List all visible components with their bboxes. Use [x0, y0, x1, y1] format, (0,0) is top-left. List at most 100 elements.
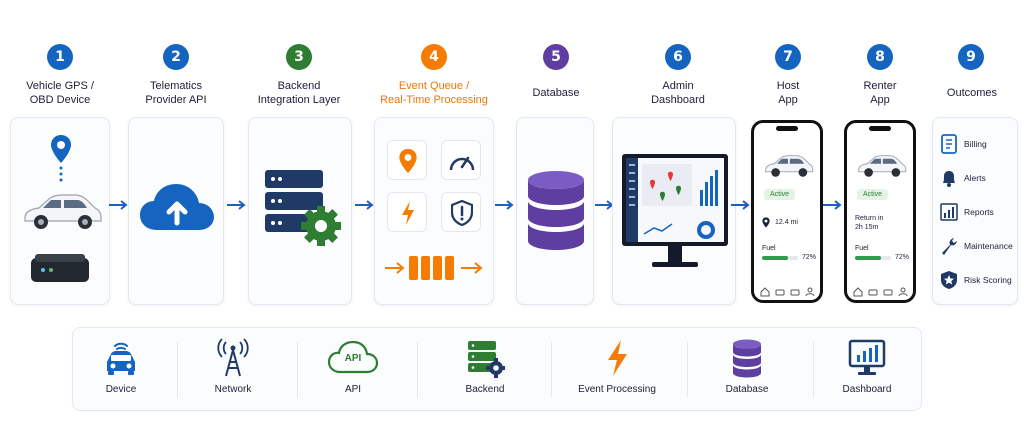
- step-title-3-line2: Integration Layer: [257, 94, 341, 106]
- renter-app-phone: Active Return in 2h 15m Fuel 72%: [844, 120, 916, 303]
- legend-device-label: Device: [105, 384, 137, 395]
- step-number-4: 4: [421, 44, 447, 70]
- car-icon: [765, 155, 814, 177]
- host-fuel-bar: [762, 256, 798, 260]
- api-cloud-text: API: [344, 353, 362, 364]
- message-queue-icon: [385, 256, 483, 280]
- database-icon: [733, 339, 761, 378]
- step-number-9: 9: [958, 44, 984, 70]
- event-tile-gauge: [441, 140, 481, 180]
- shield-alert-icon: [451, 200, 473, 226]
- renter-fuel-bar-fill: [855, 256, 881, 260]
- flow-arrow-2: [227, 200, 246, 210]
- step-title-6: Admin Dashboard: [628, 79, 728, 107]
- flow-arrow-1: [109, 200, 128, 210]
- renter-fuel-value: 72%: [895, 254, 910, 261]
- speedometer-icon: [449, 156, 475, 171]
- legend-panel: Device Network API API Backen: [72, 327, 922, 411]
- monitor-dashboard-icon: [622, 154, 728, 267]
- step-title-1: Vehicle GPS / OBD Device: [10, 79, 110, 107]
- host-distance: 12.4 mi: [775, 219, 798, 226]
- renter-fuel-bar: [855, 256, 891, 260]
- legend-network: Network: [201, 338, 265, 395]
- lightning-icon: [402, 201, 414, 225]
- step-title-8-line2: App: [870, 94, 890, 106]
- wrench-icon: [942, 238, 957, 255]
- step-title-4-line2: Real-Time Processing: [380, 94, 488, 106]
- step-title-4-line1: Event Queue /: [398, 80, 470, 92]
- step-number-7: 7: [775, 44, 801, 70]
- step-title-9: Outcomes: [932, 86, 1012, 100]
- database-card: [516, 117, 594, 305]
- step-number-6: 6: [665, 44, 691, 70]
- step-title-2-line1: Telematics: [150, 80, 202, 92]
- database-icon: [528, 171, 584, 250]
- outcome-alerts-label: Alerts: [964, 173, 986, 183]
- legend-network-label: Network: [214, 384, 252, 395]
- server-gear-icon: [265, 170, 341, 246]
- step-title-1-line1: Vehicle GPS /: [26, 80, 94, 92]
- legend-divider: [813, 342, 814, 398]
- host-fuel-bar-fill: [762, 256, 788, 260]
- phone-notch: [776, 126, 798, 131]
- step-title-6-line2: Dashboard: [651, 94, 705, 106]
- legend-event-processing-label: Event Processing: [578, 384, 656, 395]
- flow-arrow-7: [823, 200, 842, 210]
- outcome-billing-label: Billing: [964, 139, 987, 149]
- shield-star-icon: [941, 271, 957, 289]
- step-title-7-line2: App: [778, 94, 798, 106]
- legend-database: Database: [715, 338, 779, 395]
- outcome-risk-scoring-label: Risk Scoring: [964, 275, 1012, 285]
- step-title-8-line1: Renter: [863, 80, 897, 92]
- legend-device: Device: [89, 338, 153, 395]
- step-title-2: Telematics Provider API: [126, 79, 226, 107]
- step-number-5: 5: [543, 44, 569, 70]
- legend-event-processing: Event Processing: [567, 338, 667, 395]
- outcome-billing: Billing: [940, 134, 1018, 154]
- host-status-badge: Active: [764, 189, 796, 200]
- phone-notch: [869, 126, 891, 131]
- renter-return-line1: Return in: [855, 215, 884, 222]
- outcome-maintenance: Maintenance: [940, 236, 1018, 256]
- tab-bar-icons: [853, 287, 908, 297]
- car-signal-icon: [107, 342, 135, 375]
- bell-icon: [943, 171, 955, 187]
- admin-dashboard-card: [612, 117, 736, 305]
- backend-integration-card: [248, 117, 352, 305]
- outcome-risk-scoring: Risk Scoring: [940, 270, 1018, 290]
- step-title-4: Event Queue / Real-Time Processing: [374, 79, 494, 107]
- outcome-alerts: Alerts: [940, 168, 1018, 188]
- cell-tower-icon: [217, 338, 249, 377]
- renter-fuel-label: Fuel: [855, 245, 869, 252]
- step-title-1-line2: OBD Device: [29, 94, 91, 106]
- renter-status-badge: Active: [857, 189, 889, 200]
- flow-arrow-3: [355, 200, 374, 210]
- outcome-reports-label: Reports: [964, 207, 994, 217]
- invoice-icon: [941, 134, 957, 154]
- flow-arrow-4: [495, 200, 514, 210]
- step-title-6-line1: Admin: [662, 80, 694, 92]
- tab-bar-icons: [760, 287, 815, 297]
- step-title-9-line1: Outcomes: [946, 87, 998, 99]
- legend-api: API API: [321, 338, 385, 395]
- step-title-3: Backend Integration Layer: [244, 79, 354, 107]
- legend-divider: [177, 342, 178, 398]
- obd-device-icon: [31, 254, 89, 282]
- vehicle-device-card: [10, 117, 110, 305]
- step-title-3-line1: Backend: [277, 80, 321, 92]
- step-title-2-line2: Provider API: [145, 94, 207, 106]
- step-title-5-line1: Database: [532, 87, 580, 99]
- host-app-phone: Active 12.4 mi Fuel 72%: [751, 120, 823, 303]
- host-fuel-value: 72%: [802, 254, 817, 261]
- renter-return-line2: 2h 15m: [855, 224, 879, 231]
- location-pin-icon: [762, 217, 770, 228]
- legend-divider: [687, 342, 688, 398]
- step-number-3: 3: [286, 44, 312, 70]
- api-cloud-icon: API: [327, 338, 379, 378]
- signal-dots-icon: [59, 166, 63, 182]
- legend-divider: [417, 342, 418, 398]
- legend-divider: [551, 342, 552, 398]
- step-number-2: 2: [163, 44, 189, 70]
- cloud-upload-icon: [140, 184, 214, 230]
- event-tile-location: [387, 140, 427, 180]
